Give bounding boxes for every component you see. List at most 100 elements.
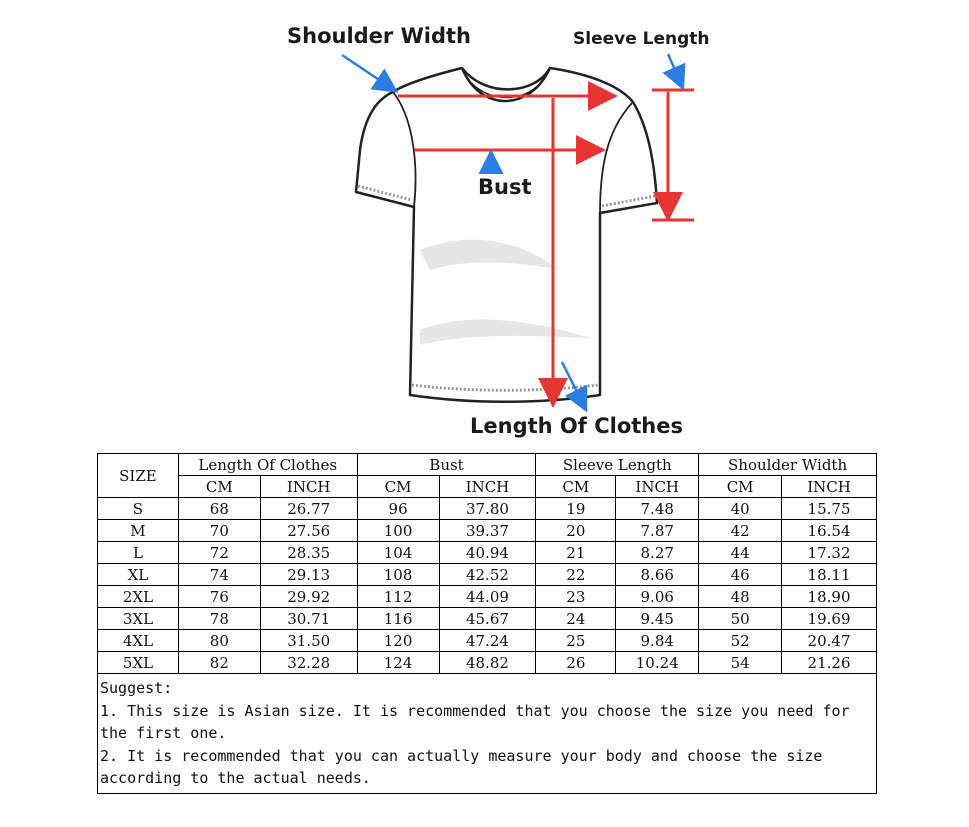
measure-cell: 24	[535, 607, 617, 630]
tshirt-illustration	[341, 53, 694, 413]
measure-cell: 19.69	[781, 607, 877, 630]
group-header-length: Length Of Clothes	[177, 453, 358, 476]
group-header-row: SIZE Length Of Clothes Bust Sleeve Lengt…	[97, 453, 877, 498]
measure-cell: 18.90	[781, 585, 877, 608]
measure-cell: 23	[535, 585, 617, 608]
suggest-line-1: 1. This size is Asian size. It is recomm…	[100, 701, 850, 743]
measure-cell: 25	[535, 629, 617, 652]
unit-inch: INCH	[438, 475, 537, 498]
measure-cell: 44.09	[438, 585, 537, 608]
tshirt-outline	[354, 66, 659, 403]
measure-cell: 7.87	[615, 519, 700, 542]
measure-cell: 50	[698, 607, 783, 630]
measure-cell: 78	[177, 607, 261, 630]
suggest-title: Suggest:	[100, 679, 173, 697]
measure-cell: 116	[356, 607, 440, 630]
size-cell: L	[97, 541, 179, 564]
unit-inch: INCH	[615, 475, 700, 498]
unit-header-row: CM INCH CM INCH CM INCH CM INCH	[98, 475, 877, 498]
measure-cell: 19	[535, 497, 617, 520]
sleeve-length-label: Sleeve Length	[573, 29, 710, 49]
measure-cell: 45.67	[438, 607, 537, 630]
suggest-note: Suggest: 1. This size is Asian size. It …	[97, 673, 877, 794]
measure-cell: 32.28	[259, 651, 358, 674]
measure-cell: 52	[698, 629, 783, 652]
measure-cell: 112	[356, 585, 440, 608]
measure-cell: 29.92	[259, 585, 358, 608]
measure-cell: 26	[535, 651, 617, 674]
measure-cell: 22	[535, 563, 617, 586]
bust-label: Bust	[478, 175, 532, 199]
measure-cell: 96	[356, 497, 440, 520]
length-of-clothes-label: Length Of Clothes	[470, 414, 683, 438]
unit-cm: CM	[177, 475, 261, 498]
measure-cell: 8.27	[615, 541, 700, 564]
measure-cell: 46	[698, 563, 783, 586]
length-pointer	[560, 361, 588, 413]
group-header-shoulder: Shoulder Width	[698, 453, 877, 476]
measure-cell: 42	[698, 519, 783, 542]
measure-cell: 10.24	[615, 651, 700, 674]
size-header: SIZE	[97, 453, 179, 498]
measure-cell: 100	[356, 519, 440, 542]
measure-cell: 9.45	[615, 607, 700, 630]
measure-cell: 28.35	[259, 541, 358, 564]
measure-cell: 44	[698, 541, 783, 564]
measure-cell: 15.75	[781, 497, 877, 520]
unit-inch: INCH	[781, 475, 877, 498]
measure-cell: 26.77	[259, 497, 358, 520]
measure-cell: 48	[698, 585, 783, 608]
size-chart-table: SIZE Length Of Clothes Bust Sleeve Lengt…	[97, 453, 877, 794]
measure-cell: 17.32	[781, 541, 877, 564]
tshirt-diagram: Shoulder Width Sleeve Length Bust Length…	[287, 24, 710, 438]
unit-cm: CM	[698, 475, 783, 498]
measure-cell: 31.50	[259, 629, 358, 652]
measure-cell: 104	[356, 541, 440, 564]
size-cell: 3XL	[97, 607, 179, 630]
measure-cell: 37.80	[438, 497, 537, 520]
measure-cell: 72	[177, 541, 261, 564]
measure-arrows	[398, 81, 694, 408]
suggest-line-2: 2. It is recommended that you can actual…	[100, 746, 823, 788]
size-cell: 4XL	[97, 629, 179, 652]
measure-cell: 9.84	[615, 629, 700, 652]
measure-cell: 48.82	[438, 651, 537, 674]
measure-cell: 20	[535, 519, 617, 542]
measure-cell: 124	[356, 651, 440, 674]
pointer-arrows	[341, 53, 686, 413]
size-cell: XL	[97, 563, 179, 586]
group-header-sleeve: Sleeve Length	[535, 453, 700, 476]
unit-inch: INCH	[259, 475, 358, 498]
size-cell: S	[97, 497, 179, 520]
measure-cell: 54	[698, 651, 783, 674]
suggest-row: Suggest: 1. This size is Asian size. It …	[97, 673, 877, 794]
measure-cell: 9.06	[615, 585, 700, 608]
measure-cell: 29.13	[259, 563, 358, 586]
measure-cell: 21.26	[781, 651, 877, 674]
measure-cell: 74	[177, 563, 261, 586]
measure-cell: 18.11	[781, 563, 877, 586]
measure-cell: 7.48	[615, 497, 700, 520]
size-cell: 5XL	[97, 651, 179, 674]
measure-cell: 42.52	[438, 563, 537, 586]
measure-cell: 40.94	[438, 541, 537, 564]
group-header-bust: Bust	[356, 453, 537, 476]
sleeve-pointer	[662, 53, 686, 91]
measure-cell: 68	[177, 497, 261, 520]
measure-cell: 16.54	[781, 519, 877, 542]
measure-cell: 27.56	[259, 519, 358, 542]
measure-cell: 82	[177, 651, 261, 674]
measure-cell: 20.47	[781, 629, 877, 652]
unit-cm: CM	[356, 475, 440, 498]
shoulder-pointer	[341, 53, 399, 93]
measure-cell: 40	[698, 497, 783, 520]
